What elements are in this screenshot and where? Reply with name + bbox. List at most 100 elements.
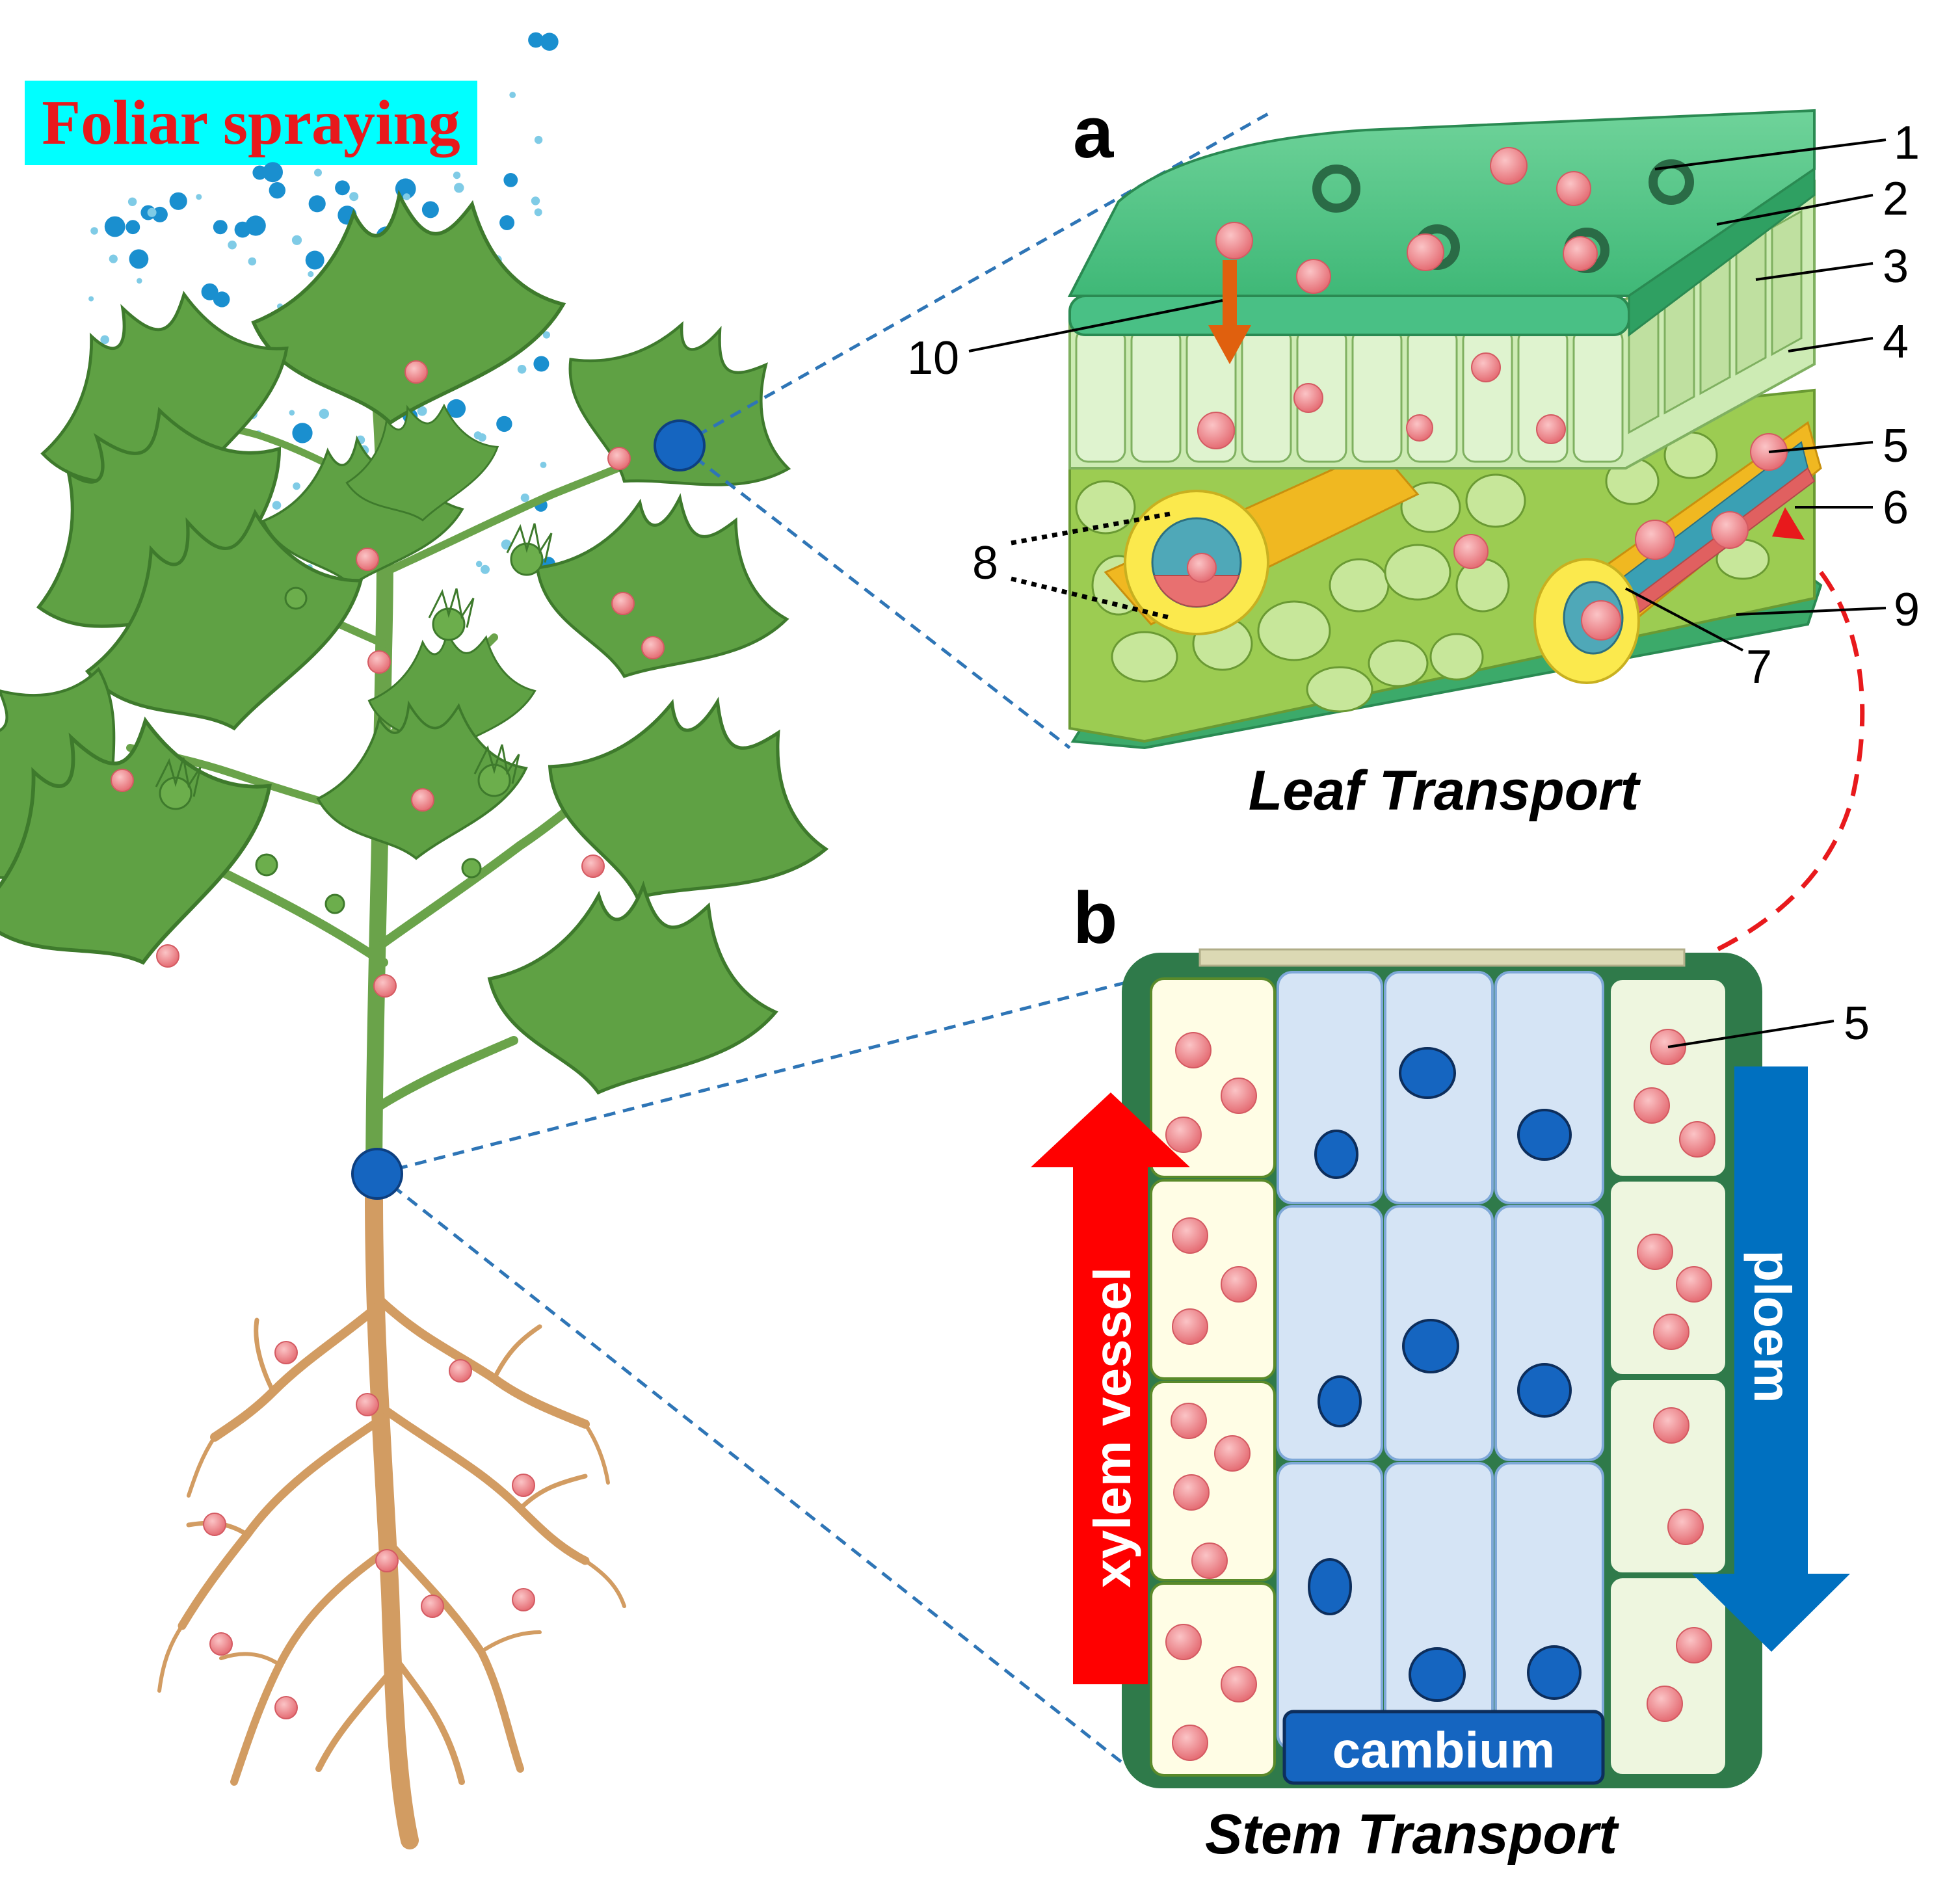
callout-numbers: 1 2 3 4 5 6 7 8 9 10 5 (907, 117, 1920, 1050)
penetration-arrow (1208, 260, 1251, 364)
leaf-to-stem-connector (1702, 570, 1865, 959)
spray-droplet (252, 165, 267, 180)
spray-droplet (453, 171, 461, 179)
cotton-buds (155, 523, 553, 914)
spray-droplet (314, 168, 322, 177)
label-8: 8 (972, 537, 998, 589)
root-system (157, 1187, 626, 1849)
spray-droplet (196, 194, 202, 200)
dashed-connectors (376, 112, 1269, 1764)
spray-droplet (509, 92, 516, 98)
spray-droplet (499, 215, 515, 230)
spray-droplet (213, 220, 228, 235)
spray-droplet (501, 539, 512, 550)
cambium-nuclei (1308, 1047, 1582, 1702)
spray-droplet (520, 493, 529, 503)
label-2: 2 (1883, 173, 1909, 225)
plant-leaves (0, 195, 860, 1120)
spray-droplet (129, 249, 149, 269)
panel-a-letter: a (1073, 92, 1114, 173)
spray-droplet (417, 406, 427, 416)
spray-droplet (528, 32, 544, 48)
palisade-cells-side (1628, 209, 1803, 434)
spray-droplet (540, 33, 559, 51)
spray-droplet (403, 193, 410, 200)
spray-droplet (293, 482, 300, 490)
spray-droplet (104, 216, 126, 237)
xylem-arrow (1031, 1092, 1190, 1684)
leaf-nanoparticles (1187, 147, 1788, 641)
label-1: 1 (1894, 117, 1920, 169)
spray-droplet (245, 215, 266, 236)
stem-section (1122, 948, 1762, 1788)
leaf-magnifier-point (654, 419, 706, 471)
phloem-arrow (1692, 1066, 1850, 1652)
red-arrowhead (1772, 507, 1805, 540)
stem-magnifier-point (351, 1148, 403, 1200)
spray-droplet (90, 227, 98, 235)
foliar-spraying-banner: Foliar spraying (25, 81, 477, 165)
spray-droplet (534, 135, 543, 144)
leaf-transport-caption: Leaf Transport (1249, 760, 1641, 822)
label-4: 4 (1883, 316, 1909, 368)
panel-b-letter: b (1073, 877, 1117, 959)
label-6: 6 (1883, 482, 1909, 534)
spray-droplet (503, 173, 518, 187)
stem-label-5: 5 (1844, 998, 1870, 1050)
spray-droplet (234, 221, 251, 238)
callout-leaders (968, 139, 1887, 1048)
spray-droplet (349, 192, 359, 202)
xylem-vessel-label: xylem vessel (1083, 1267, 1141, 1588)
spray-droplet (228, 240, 237, 250)
spray-droplet (169, 192, 187, 210)
spray-droplet (481, 564, 490, 574)
spray-droplet (291, 235, 302, 245)
spray-droplet (533, 356, 550, 372)
spray-droplet (126, 220, 140, 235)
phloem-label: ploem (1743, 1250, 1801, 1403)
spray-droplet (137, 278, 142, 284)
spray-droplet (540, 462, 547, 468)
spray-droplet (517, 365, 527, 374)
spray-droplet (292, 423, 313, 444)
spray-droplet (496, 416, 512, 432)
leaf-top-surface (1067, 109, 1816, 297)
spray-droplet (147, 207, 157, 217)
spray-droplet (531, 196, 540, 205)
label-7: 7 (1746, 641, 1772, 693)
label-9: 9 (1894, 584, 1920, 636)
spray-droplet (478, 433, 486, 442)
spray-droplet (475, 561, 483, 568)
spray-droplet (305, 250, 324, 270)
spray-droplet (248, 257, 257, 266)
leaf-cross-section (1067, 109, 1823, 750)
spray-droplet (127, 197, 137, 206)
spray-droplet (319, 408, 329, 419)
spray-droplet (289, 410, 295, 416)
vein-phloem (1153, 575, 1240, 608)
spray-droplet (542, 331, 551, 339)
foliar-spraying-title: Foliar spraying (42, 88, 460, 158)
spray-droplet (272, 501, 282, 510)
spray-droplet (447, 399, 466, 418)
cambium-label-box (1282, 1710, 1605, 1785)
plant-nanoparticles (111, 360, 665, 1719)
spray-droplet (88, 296, 94, 302)
label-5: 5 (1883, 420, 1909, 472)
cambium-label: cambium (1332, 1721, 1555, 1779)
stem-transport-caption: Stem Transport (1205, 1803, 1619, 1866)
spray-droplet (335, 180, 350, 196)
stem-nanoparticles (1165, 1029, 1715, 1761)
palisade-cells (1075, 327, 1624, 463)
spray-droplet (263, 162, 283, 183)
spray-droplet (534, 208, 542, 217)
label-3: 3 (1883, 241, 1909, 293)
spray-droplet (421, 201, 439, 218)
spray-droplet (308, 271, 314, 278)
spray-droplet (100, 335, 109, 345)
spray-droplet (308, 195, 326, 213)
spray-droplet (201, 283, 219, 300)
spray-droplet (269, 182, 285, 199)
spray-droplet (454, 183, 464, 193)
